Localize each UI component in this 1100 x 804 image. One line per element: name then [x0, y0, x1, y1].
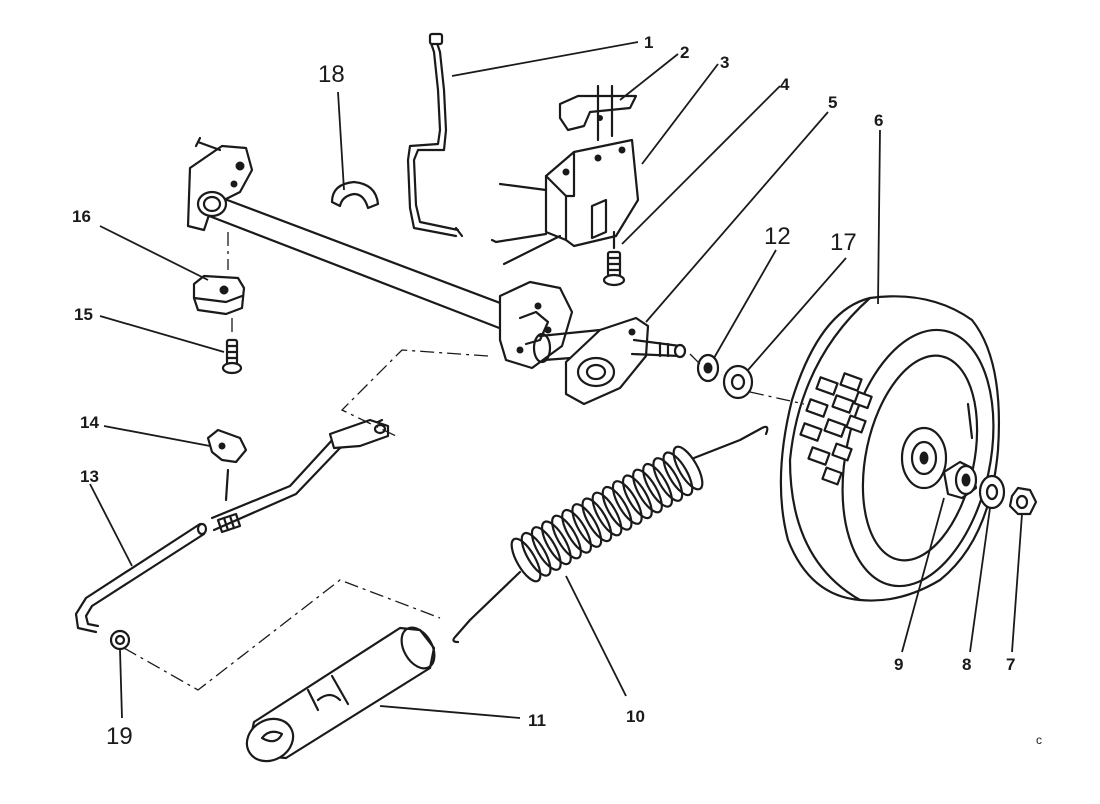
part-13-bent-rod	[74, 522, 208, 634]
part-2-clip	[558, 84, 638, 142]
callout-15: 15	[74, 305, 93, 324]
callout-1: 1	[644, 33, 653, 52]
callout-4: 4	[780, 75, 790, 94]
part-17-washer	[722, 364, 754, 400]
spring-coil	[642, 462, 674, 508]
callout-19: 19	[106, 723, 133, 750]
spring-hook	[452, 570, 522, 644]
callout-2: 2	[680, 43, 689, 62]
spring-coil	[510, 537, 542, 583]
part-1-lever-rod	[406, 32, 464, 238]
part-7-hex-nut	[1008, 486, 1038, 516]
spring-coil	[581, 497, 613, 543]
spring-coil	[540, 520, 572, 566]
callout-12: 12	[764, 223, 791, 250]
spring-coil	[652, 457, 684, 502]
leader-lines	[89, 41, 1023, 719]
spring-coil	[591, 491, 623, 537]
callout-3: 3	[720, 53, 729, 72]
part-15-screw	[221, 318, 243, 375]
part-9-bushing	[942, 460, 978, 500]
callout-9: 9	[894, 655, 903, 674]
part-4-bolt	[602, 230, 626, 287]
callout-7: 7	[1006, 655, 1015, 674]
callout-11: 11	[528, 711, 546, 730]
spring-coil	[621, 474, 653, 520]
spring-coil	[601, 485, 633, 531]
callout-16: 16	[72, 207, 91, 226]
part-16-clamp	[192, 232, 246, 316]
callout-18: 18	[318, 61, 345, 88]
part-6-wheel	[779, 295, 1001, 602]
part-10-spring	[452, 425, 769, 644]
callout-labels: 1 2 3 4 5 6 7 8 9 10 11 12 13 14 15 16 1…	[72, 33, 1042, 750]
part-12-washer	[696, 353, 720, 383]
callout-5: 5	[828, 93, 837, 112]
spring-coil	[632, 468, 663, 514]
corner-mark: c	[1036, 733, 1042, 747]
part-5-wheel-plate	[564, 316, 687, 406]
spring-coil	[561, 508, 593, 554]
callout-17: 17	[830, 229, 857, 256]
part-14-clip	[206, 428, 248, 502]
part-8-washer	[978, 474, 1006, 510]
spring-hook	[692, 425, 769, 460]
spring-coil	[530, 526, 562, 571]
lever-arm	[210, 418, 390, 534]
callout-6: 6	[874, 111, 883, 130]
callout-13: 13	[80, 467, 99, 486]
spring-coil	[662, 451, 694, 497]
part-19-nut	[109, 629, 131, 651]
callout-8: 8	[962, 655, 971, 674]
center-lines	[123, 349, 805, 691]
spring-coil	[672, 445, 704, 491]
part-11-split-tube	[245, 626, 436, 763]
callout-14: 14	[80, 413, 99, 432]
spring-coil	[571, 503, 603, 548]
spring-coil	[551, 514, 582, 560]
wheel-tread	[799, 372, 873, 486]
callout-10: 10	[626, 707, 645, 726]
spring-coil	[611, 480, 643, 525]
spring-coil	[520, 531, 552, 577]
part-18-bushing	[330, 180, 380, 210]
rear-axle-assembly	[186, 136, 602, 370]
part-3-bracket	[490, 138, 640, 266]
